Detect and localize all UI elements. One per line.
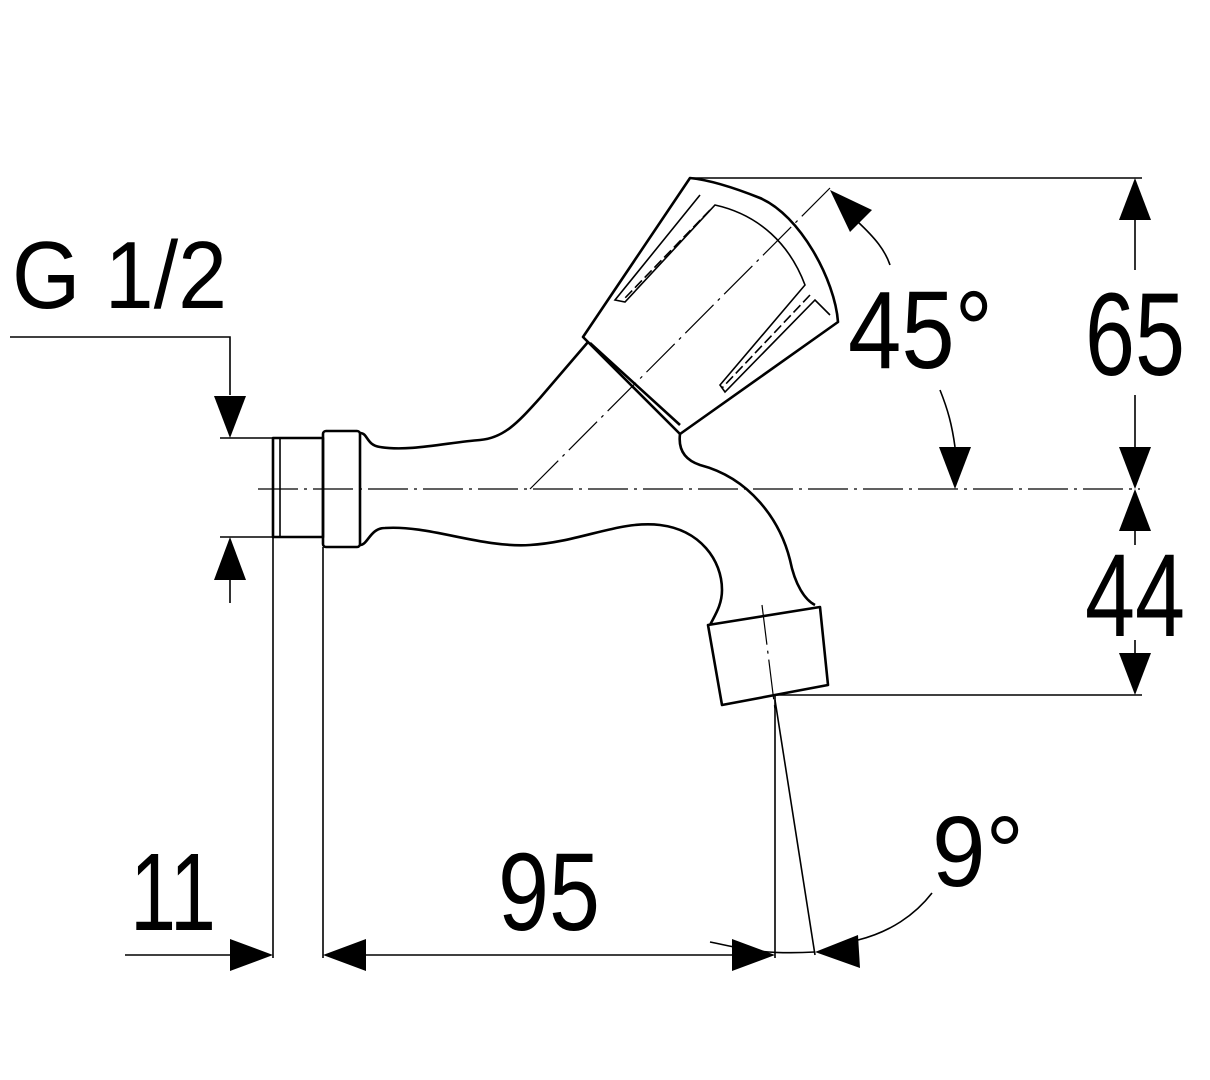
projection-label: 95 — [498, 831, 600, 954]
arrow-up-icon — [214, 537, 246, 580]
thread-size-label: G 1/2 — [12, 222, 227, 329]
spout-nozzle — [706, 605, 830, 707]
inlet-nut — [321, 429, 362, 549]
arrow-down-icon — [1119, 447, 1151, 489]
handle-height-label: 65 — [1085, 269, 1185, 401]
arrow-left-icon — [323, 939, 366, 971]
spout-drop-label: 44 — [1085, 530, 1185, 662]
wall-offset-label: 11 — [130, 831, 216, 954]
arrow-icon — [830, 190, 872, 232]
arrow-right-icon — [732, 939, 775, 971]
arrow-up-icon — [1119, 489, 1151, 531]
arrow-down-icon — [214, 396, 246, 438]
thread-leader-line — [10, 336, 231, 395]
spout-angle-label: 9° — [932, 796, 1024, 908]
handle-angle-label: 45° — [848, 269, 993, 392]
arrow-up-icon — [1119, 178, 1151, 220]
arrow-down-icon — [1119, 653, 1151, 695]
tap-body — [359, 341, 589, 450]
arrow-down-icon — [939, 447, 971, 489]
arrow-left-icon — [815, 935, 860, 968]
handle-axis — [529, 187, 831, 490]
handle — [581, 176, 840, 436]
arrow-right-icon — [230, 939, 273, 971]
